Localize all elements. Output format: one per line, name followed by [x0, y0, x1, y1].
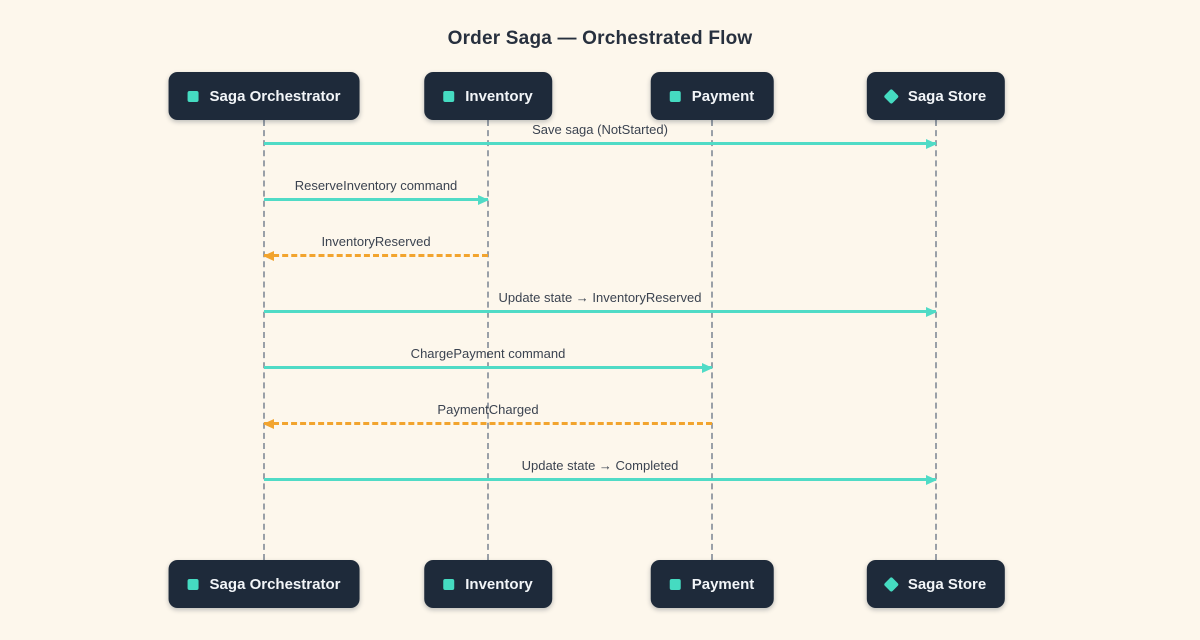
actor-square-icon	[187, 578, 199, 590]
arrowhead-right-icon	[926, 138, 937, 149]
diagram-title: Order Saga — Orchestrated Flow	[447, 28, 753, 49]
message-arrow-payment-to-saga-orchestrator	[263, 418, 712, 429]
lifeline-payment	[711, 120, 713, 560]
message-label: PaymentCharged	[437, 402, 539, 417]
actor-box-bottom-saga-store: Saga Store	[866, 560, 1006, 608]
actor-diamond-icon	[883, 88, 900, 104]
message-label: ReserveInventory command	[294, 178, 458, 193]
actor-label: Inventory	[465, 575, 533, 593]
lifeline-saga-orchestrator	[263, 120, 265, 560]
message-arrow-inventory-to-saga-orchestrator	[263, 250, 488, 261]
message-label: InventoryReserved	[321, 234, 431, 249]
message-arrow-saga-orchestrator-to-saga-store	[264, 474, 937, 485]
message-label: Update state → Completed	[521, 458, 679, 473]
actor-label: Saga Orchestrator	[209, 575, 341, 593]
message-label: Update state → InventoryReserved	[498, 290, 702, 305]
message-arrow-saga-orchestrator-to-saga-store	[264, 306, 937, 317]
arrowhead-right-icon	[702, 362, 713, 373]
actor-square-icon	[443, 90, 455, 102]
actor-box-bottom-payment: Payment	[650, 560, 774, 608]
actor-square-icon	[443, 578, 455, 590]
actor-label: Inventory	[465, 87, 533, 105]
arrowhead-right-icon	[478, 194, 489, 205]
lifeline-inventory	[487, 120, 489, 560]
arrowhead-right-icon	[926, 306, 937, 317]
dashed-line	[264, 422, 712, 425]
actor-box-top-saga-store: Saga Store	[866, 72, 1006, 120]
arrowhead-right-icon	[926, 474, 937, 485]
actor-label: Payment	[691, 87, 755, 105]
message-label: ChargePayment command	[410, 346, 566, 361]
actor-diamond-icon	[883, 576, 900, 592]
arrowhead-left-icon	[263, 418, 274, 429]
lifeline-saga-store	[935, 120, 937, 560]
actor-label: Payment	[691, 575, 755, 593]
actor-square-icon	[187, 90, 199, 102]
actor-box-bottom-saga-orchestrator: Saga Orchestrator	[168, 560, 360, 608]
message-arrow-saga-orchestrator-to-payment	[264, 362, 713, 373]
actor-label: Saga Store	[907, 575, 987, 593]
actor-box-bottom-inventory: Inventory	[424, 560, 552, 608]
dashed-line	[264, 254, 488, 257]
actor-box-top-saga-orchestrator: Saga Orchestrator	[168, 72, 360, 120]
actor-square-icon	[669, 578, 681, 590]
message-arrow-saga-orchestrator-to-inventory	[264, 194, 489, 205]
actor-square-icon	[669, 90, 681, 102]
message-label: Save saga (NotStarted)	[532, 122, 668, 137]
actor-label: Saga Orchestrator	[209, 87, 341, 105]
arrowhead-left-icon	[263, 250, 274, 261]
actor-box-top-inventory: Inventory	[424, 72, 552, 120]
message-arrow-saga-orchestrator-to-saga-store	[264, 138, 937, 149]
actor-label: Saga Store	[907, 87, 987, 105]
actor-box-top-payment: Payment	[650, 72, 774, 120]
